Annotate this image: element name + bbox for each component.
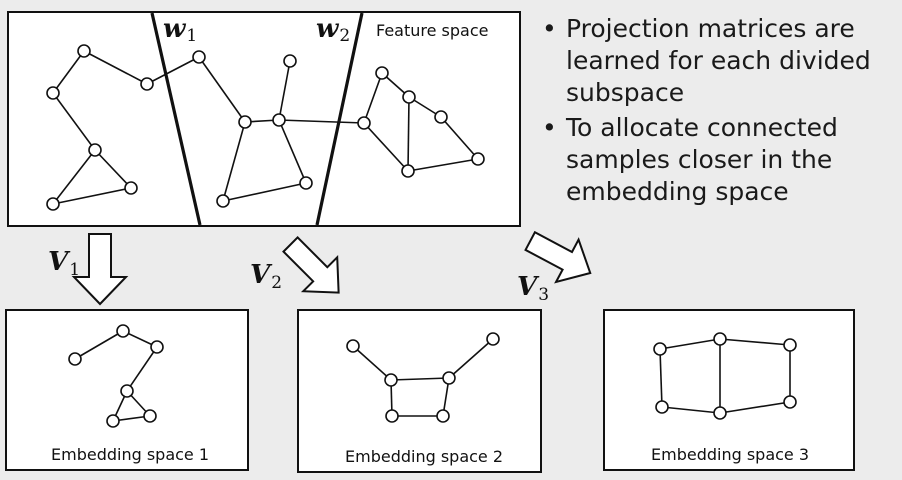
subspace-divider-w1 (150, 12, 202, 226)
embedding-space-1-label: Embedding space 1 (51, 445, 209, 464)
embedding-space-1-panel: Embedding space 1 (5, 309, 249, 471)
graph-node (655, 400, 669, 414)
graph-node (346, 339, 360, 353)
embedding-space-3-panel: Embedding space 3 (603, 309, 855, 471)
embedding-space-2-panel: Embedding space 2 (297, 309, 542, 473)
graph-node (68, 352, 82, 366)
projection-arrow-diagonal (524, 230, 592, 284)
graph-node (653, 342, 667, 356)
weight-label-w1: w1 (163, 14, 197, 46)
graph-node (283, 54, 297, 68)
graph-node (106, 414, 120, 428)
bullet-list: • Projection matrices are learned for ea… (542, 14, 871, 206)
graph-node (238, 115, 252, 129)
graph-node (434, 110, 448, 124)
graph-node (401, 164, 415, 178)
graph-node (140, 77, 154, 91)
projection-arrow-down (71, 233, 129, 306)
graph-node (299, 176, 313, 190)
graph-node (150, 340, 164, 354)
projection-label-v1: V1 (48, 247, 80, 280)
subspace-divider-w2 (315, 12, 364, 226)
graph-node (143, 409, 157, 423)
bullet-marker: • (542, 14, 557, 43)
graph-node (713, 332, 727, 346)
graph-node (783, 395, 797, 409)
projection-label-v3: V3 (517, 272, 549, 305)
embedding-space-3-label: Embedding space 3 (651, 445, 809, 464)
bullet-1-line-2: learned for each divided (566, 46, 871, 75)
bullet-2-line-2: samples closer in the (566, 145, 832, 174)
graph-node (116, 324, 130, 338)
graph-node (486, 332, 500, 346)
embedding-space-2-label: Embedding space 2 (345, 447, 503, 466)
projection-arrow-diagonal (282, 236, 340, 294)
feature-graph-nodes (46, 44, 485, 211)
feature-graph-edges (52, 50, 479, 205)
graph-node (375, 66, 389, 80)
bullet-2-line-3: embedding space (566, 177, 789, 206)
bullet-marker: • (542, 113, 557, 142)
graph-node (192, 50, 206, 64)
graph-node (272, 113, 286, 127)
embedding-space-3-frame (603, 309, 855, 471)
bullet-1-line-1: Projection matrices are (566, 14, 855, 43)
graph-node (471, 152, 485, 166)
graph-node (120, 384, 134, 398)
graph-node (442, 371, 456, 385)
weight-label-w2: w2 (316, 14, 350, 46)
feature-space-panel: w1 w2 Feature space (7, 11, 521, 227)
projection-label-v2: V2 (250, 260, 282, 293)
projection-arrows: V1 V2 V3 (48, 230, 592, 306)
feature-space-label: Feature space (376, 21, 488, 40)
graph-node (88, 143, 102, 157)
graph-node (46, 197, 60, 211)
graph-node (402, 90, 416, 104)
graph-node (436, 409, 450, 423)
embedding-space-2-frame (297, 309, 542, 473)
bullet-1-line-3: subspace (566, 78, 684, 107)
graph-node (77, 44, 91, 58)
graph-node (385, 409, 399, 423)
graph-node (783, 338, 797, 352)
graph-node (357, 116, 371, 130)
graph-node (124, 181, 138, 195)
bullet-2-line-1: To allocate connected (565, 113, 838, 142)
graph-node (713, 406, 727, 420)
graph-node (46, 86, 60, 100)
graph-node (384, 373, 398, 387)
graph-node (216, 194, 230, 208)
